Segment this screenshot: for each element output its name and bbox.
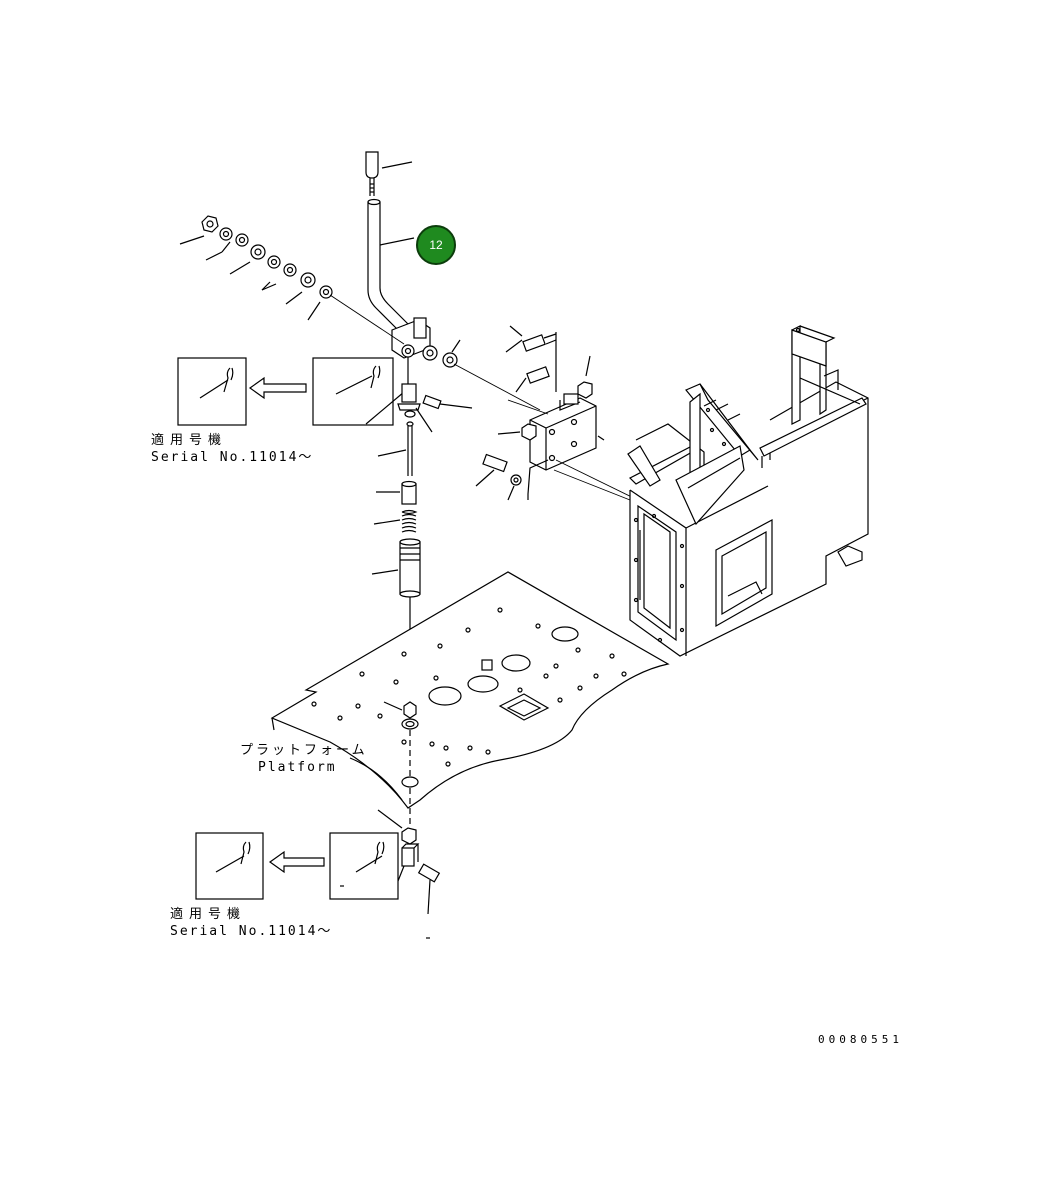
nut-washer-stack [179, 215, 405, 345]
callout-label: 12 [429, 238, 443, 252]
platform-jp-label: プラットフォーム [240, 743, 368, 758]
nut-platform [383, 701, 417, 719]
platform-plate [270, 571, 670, 809]
detail-bottom-jp-label: 適用号機 [170, 907, 247, 922]
spring [373, 509, 418, 533]
bracket-plate [527, 393, 651, 507]
bushing [376, 480, 417, 505]
detail-top-serial-label: Serial No.11014～ [151, 450, 314, 465]
console-frame [627, 325, 869, 657]
platform-en-label: Platform [258, 760, 337, 775]
assembly-leader [553, 469, 631, 501]
detail-view-bottom [195, 832, 399, 900]
bracket-bolts [475, 325, 593, 501]
platform-leader [349, 757, 403, 801]
lower-bolt [417, 863, 441, 939]
control-rod [377, 421, 414, 476]
detail-top-jp-label: 適用号機 [151, 433, 228, 448]
shift-lever [367, 198, 438, 386]
washer-right [442, 339, 541, 411]
lower-block [395, 843, 420, 887]
lower-nut [377, 809, 417, 845]
pivot-block [397, 383, 473, 433]
sleeve [371, 538, 421, 705]
detail-view-top [177, 357, 405, 426]
part-callout-12[interactable]: 12 [416, 225, 456, 265]
document-number: 00080551 [818, 1033, 903, 1046]
detail-bottom-serial-label: Serial No.11014～ [170, 924, 333, 939]
lever-knob [365, 151, 413, 196]
